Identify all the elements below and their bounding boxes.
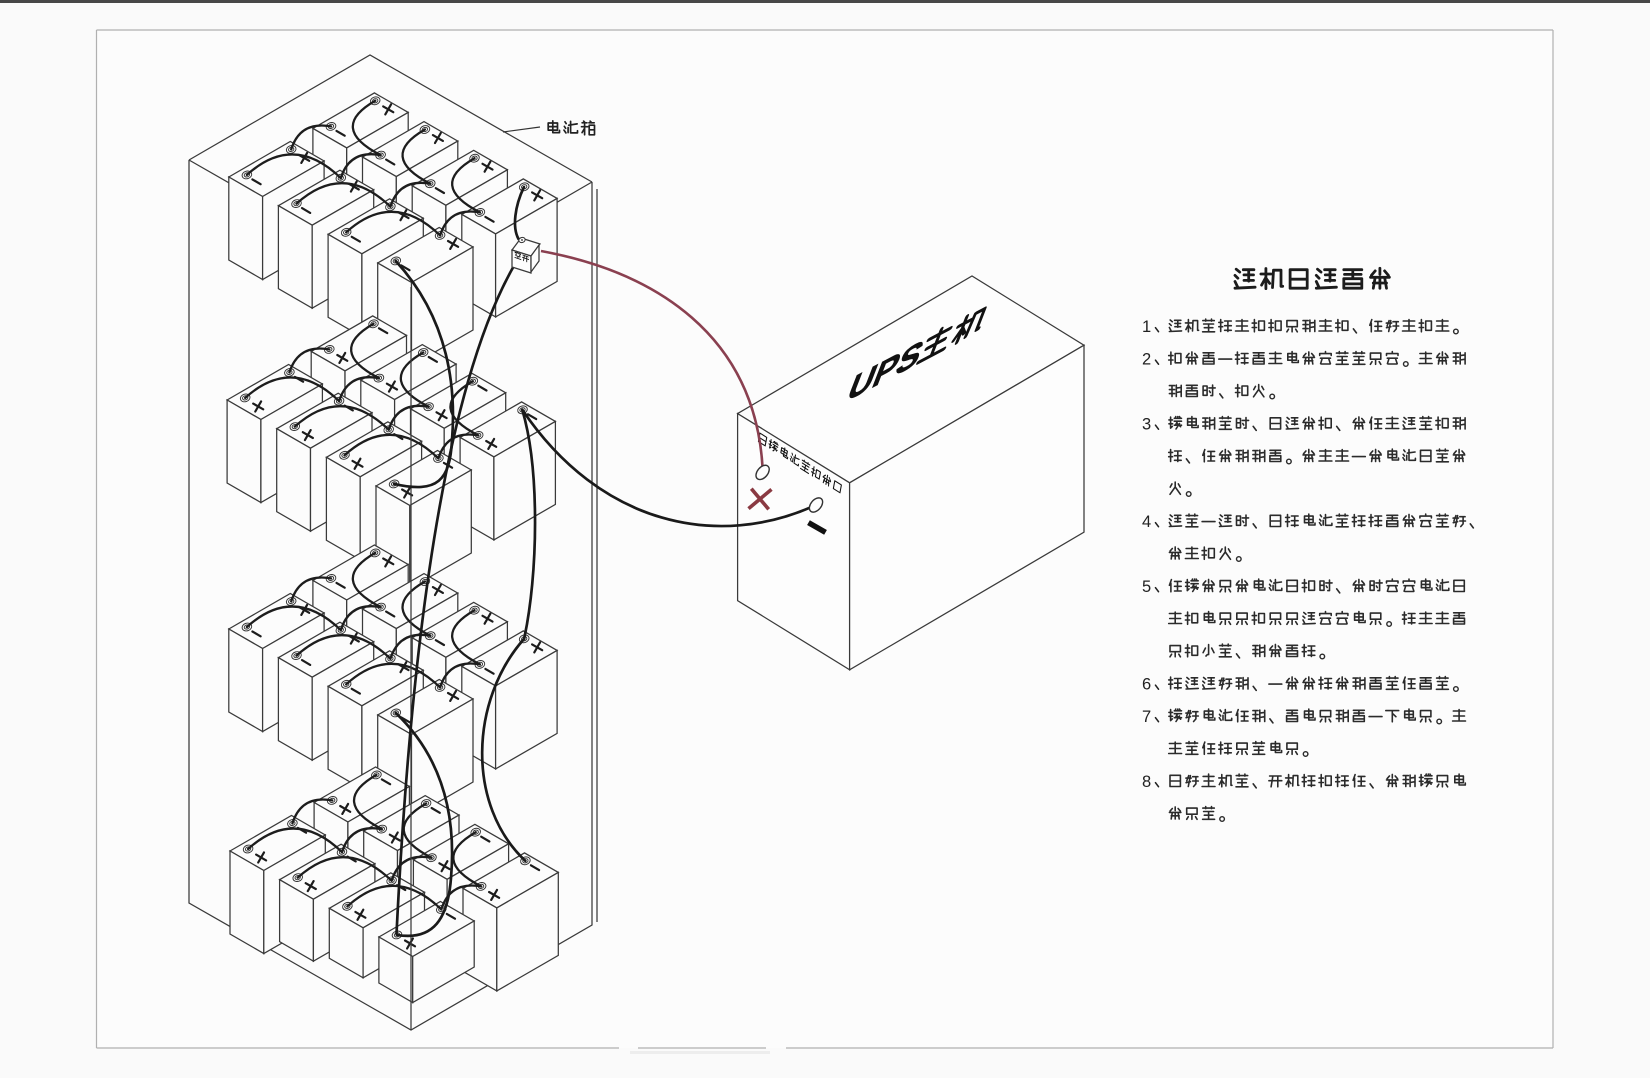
- svg-text:4: 4: [1142, 513, 1151, 531]
- svg-text:1: 1: [1142, 318, 1151, 336]
- svg-text:5: 5: [1142, 578, 1151, 596]
- svg-text:3: 3: [1142, 416, 1151, 434]
- svg-text:8: 8: [1142, 773, 1151, 791]
- svg-text:7: 7: [1142, 708, 1151, 726]
- svg-text:2: 2: [1142, 351, 1151, 369]
- svg-text:6: 6: [1142, 676, 1151, 694]
